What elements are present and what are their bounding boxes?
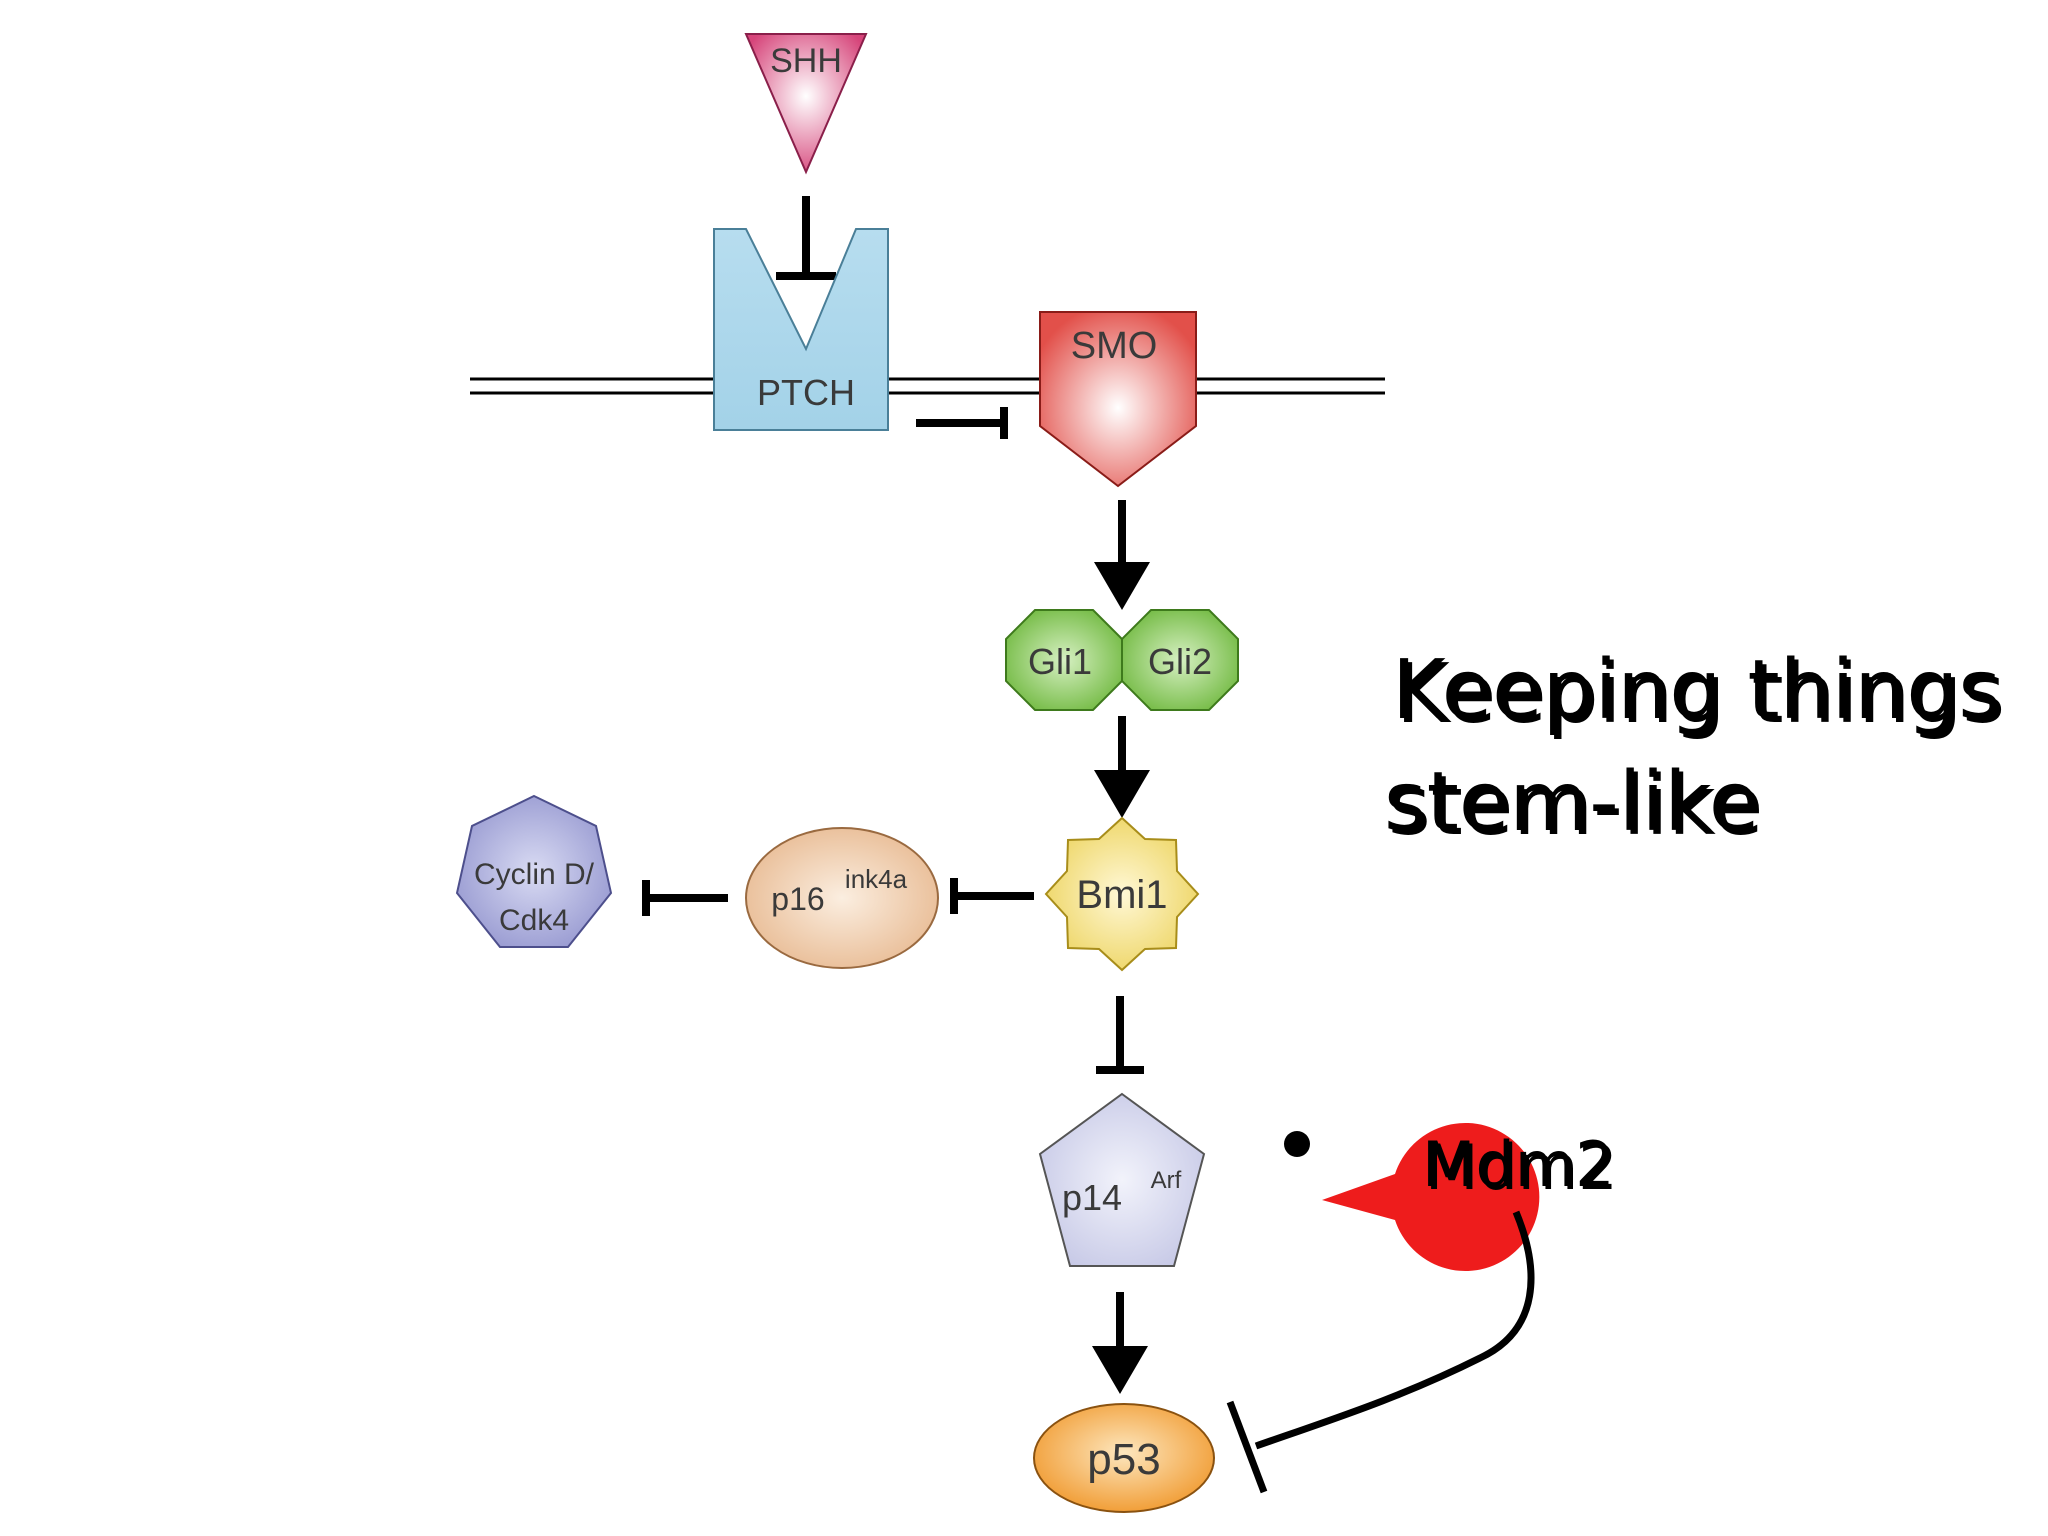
inhibit-shh-ptch (776, 196, 836, 280)
bmi1-label: Bmi1 (1076, 873, 1167, 917)
gli1-label: Gli1 (1028, 641, 1092, 682)
p14-superscript: Arf (1151, 1167, 1182, 1194)
smo-node: SMO (1039, 311, 1197, 488)
annotation-line2: stem-like (1388, 759, 1763, 854)
annotation-block: Keeping things Keeping things stem-like … (1384, 643, 2005, 1204)
annotation-line1: Keeping things (1396, 647, 2005, 742)
p16-superscript: ink4a (845, 864, 908, 894)
mdm2-label: Mdm2 (1422, 1128, 1615, 1201)
inhibit-p16-cyclin (642, 880, 728, 916)
mdm2-label-shadow: Mdm2 (1425, 1131, 1618, 1204)
cyclin-cdk4-node: Cyclin D/ Cdk4 (455, 794, 613, 948)
arrow-smo-gli (1094, 500, 1150, 610)
cell-membrane (470, 377, 1385, 395)
inhibit-mdm2-p53 (1226, 1210, 1535, 1494)
smo-label: SMO (1071, 325, 1158, 367)
pacman-icon (1284, 1123, 1540, 1271)
p14-node: p14 Arf (1038, 1092, 1206, 1267)
p16-node: p16 ink4a (745, 827, 939, 969)
arrow-gli-bmi1 (1094, 716, 1150, 818)
inhibit-bmi1-p16 (950, 878, 1034, 914)
gli1-node: Gli1 (1005, 609, 1123, 711)
ptch-node: PTCH (713, 228, 889, 431)
ptch-label: PTCH (757, 372, 855, 413)
inhibit-bmi1-p14 (1096, 996, 1144, 1074)
gli2-node: Gli2 (1121, 609, 1239, 711)
p14-label: p14 (1062, 1177, 1122, 1218)
p16-label: p16 (771, 881, 824, 917)
arrow-p14-p53 (1092, 1292, 1148, 1394)
gli2-label: Gli2 (1148, 641, 1212, 682)
annotation-line1-front: Keeping things (1392, 643, 2001, 738)
shh-label: SHH (770, 42, 842, 80)
cyclin-label-line1: Cyclin D/ (474, 858, 595, 891)
p53-node: p53 (1033, 1403, 1215, 1513)
p53-label: p53 (1087, 1435, 1160, 1484)
annotation-line2-front: stem-like (1384, 755, 1759, 850)
cyclin-label-line2: Cdk4 (499, 904, 569, 937)
inhibit-ptch-smo (916, 407, 1008, 439)
bmi1-node: Bmi1 (1044, 816, 1200, 972)
shh-node: SHH (744, 33, 868, 175)
